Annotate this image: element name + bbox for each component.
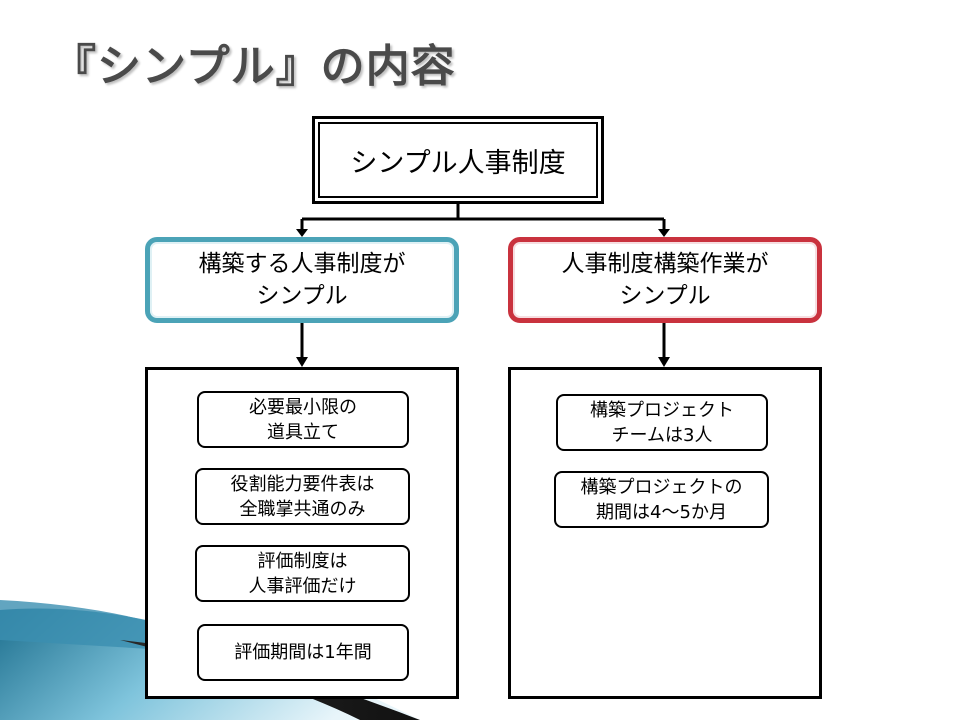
- arrowhead: [658, 357, 670, 367]
- detail-item: 構築プロジェクトの 期間は4〜5か月: [554, 471, 769, 528]
- detail-item: 評価期間は1年間: [197, 624, 409, 681]
- detail-item: 必要最小限の 道具立て: [197, 391, 409, 448]
- detail-item: 評価制度は 人事評価だけ: [195, 545, 410, 602]
- page-title: 『シンプル』の内容: [52, 41, 456, 92]
- detail-item: 役割能力要件表は 全職掌共通のみ: [195, 468, 410, 525]
- branch-node-structure: 構築する人事制度が シンプル: [145, 237, 459, 323]
- arrowhead: [296, 229, 308, 237]
- arrowhead: [296, 357, 308, 367]
- branch-node-process: 人事制度構築作業が シンプル: [508, 237, 822, 323]
- root-node: シンプル人事制度: [312, 116, 604, 204]
- arrowhead: [658, 229, 670, 237]
- detail-item: 構築プロジェクト チームは3人: [556, 394, 768, 451]
